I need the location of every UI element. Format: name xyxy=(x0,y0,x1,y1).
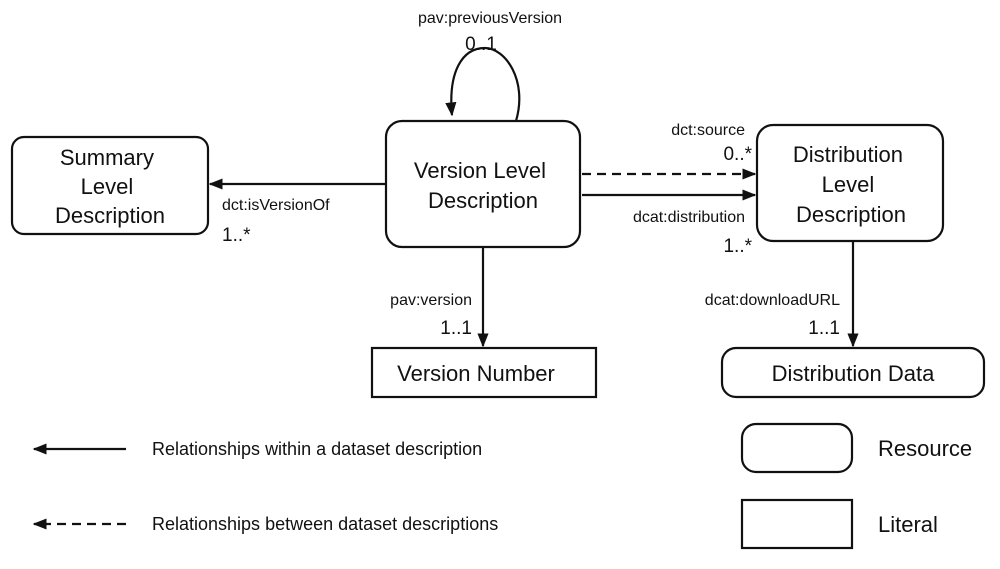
legend-within-label: Relationships within a dataset descripti… xyxy=(152,439,482,459)
node-distribution-data: Distribution Data xyxy=(720,346,986,399)
edge-version-label: pav:version xyxy=(390,292,472,309)
version-number-label: Version Number xyxy=(397,361,555,386)
edge-download-url-label: dcat:downloadURL xyxy=(705,292,840,309)
legend-literal-label: Literal xyxy=(878,512,938,537)
summary-label-line-2: Level xyxy=(81,174,134,199)
node-distribution-level-description: Distribution Level Description xyxy=(755,123,945,243)
edge-is-version-of-multiplicity: 1..* xyxy=(222,225,251,246)
legend-literal-shape xyxy=(740,498,854,550)
svg-text:Distribution Level: Distribution Level Description xyxy=(793,142,909,227)
node-version-level-description: Version Level Description xyxy=(384,119,582,249)
summary-label-line-1: Summary xyxy=(60,145,154,170)
edge-is-version-of: dct:isVersionOf 1..* xyxy=(208,178,386,246)
edge-is-version-of-label: dct:isVersionOf xyxy=(222,197,330,214)
version-label-line-2: Description xyxy=(428,188,538,213)
edge-download-url-multiplicity: 1..1 xyxy=(808,318,840,339)
node-summary-level-description: Summary Level Description xyxy=(10,135,210,236)
edge-previous-version: pav:previousVersion 0..1 xyxy=(418,10,562,122)
distribution-label-line-3: Description xyxy=(796,202,906,227)
version-label-line-1: Version Level xyxy=(414,158,546,183)
edge-distribution: dcat:distribution 1..* xyxy=(582,189,757,257)
edge-distribution-multiplicity: 1..* xyxy=(723,236,752,257)
distribution-data-label: Distribution Data xyxy=(772,361,935,386)
svg-text:Version Level Descriptio: Version Level Description xyxy=(414,158,552,213)
legend-between-label: Relationships between dataset descriptio… xyxy=(152,514,498,534)
legend-resource-shape xyxy=(740,422,854,474)
edge-download-url: dcat:downloadURL 1..1 xyxy=(705,241,859,348)
edge-source-multiplicity: 0..* xyxy=(723,144,752,165)
edge-version: pav:version 1..1 xyxy=(390,247,489,348)
edge-version-multiplicity: 1..1 xyxy=(440,318,472,339)
legend-resource-label: Resource xyxy=(878,436,972,461)
edge-distribution-label: dcat:distribution xyxy=(633,209,745,226)
edge-previous-version-multiplicity: 0..1 xyxy=(465,34,497,55)
edge-source: dct:source 0..* xyxy=(582,122,757,180)
legend: Relationships within a dataset descripti… xyxy=(32,422,972,550)
summary-label-line-3: Description xyxy=(55,203,165,228)
edge-previous-version-label: pav:previousVersion xyxy=(418,10,562,27)
distribution-label-line-2: Level xyxy=(822,172,875,197)
distribution-label-line-1: Distribution xyxy=(793,142,903,167)
node-version-number: Version Number xyxy=(370,346,598,399)
edge-source-label: dct:source xyxy=(671,122,745,139)
svg-text:Summary Level Desc: Summary Level Description xyxy=(55,145,165,228)
